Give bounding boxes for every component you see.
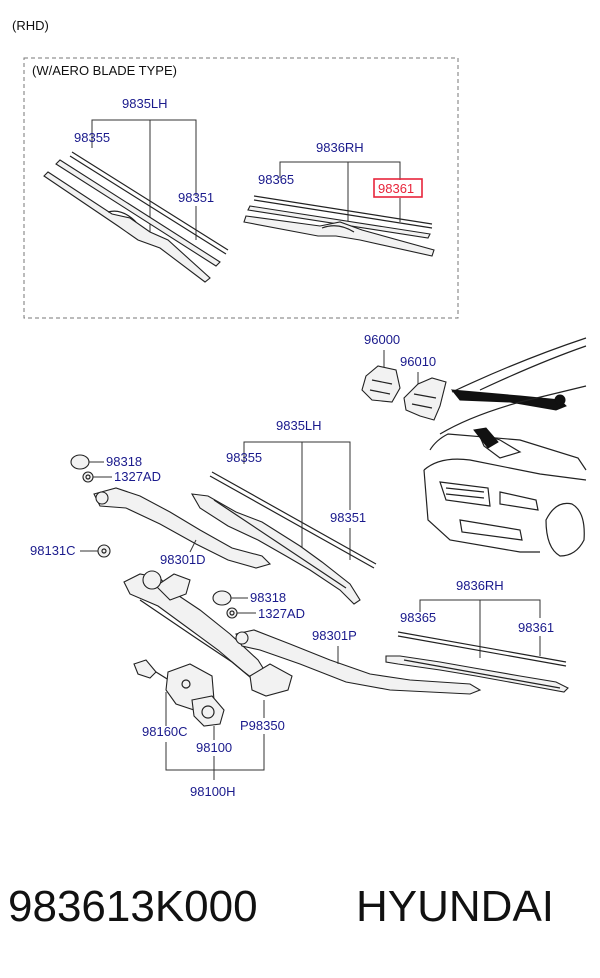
footer-part-number: 983613K000 [8, 882, 258, 931]
nut-right-label: 1327AD [258, 606, 305, 621]
aero-rh-insert-label: 98365 [258, 172, 294, 187]
arm-right-label: 98301P [312, 628, 357, 643]
aero-rh-assy-label: 9836RH [316, 140, 364, 155]
aero-lh-rubber [55, 159, 221, 267]
nut-pivot-label: 98131C [30, 543, 76, 558]
main-rh-insert-label: 98365 [400, 610, 436, 625]
main-rh-blade-label: 98361 [518, 620, 554, 635]
aero-lh-assy-label: 9835LH [122, 96, 168, 111]
highlight-box [373, 178, 423, 198]
aero-rh-insert [253, 195, 433, 229]
main-lh-insert [209, 471, 377, 569]
aero-blade-box [23, 57, 459, 319]
wiper-arm-left [93, 487, 272, 569]
motor-connector [133, 659, 173, 683]
cap-left [70, 454, 90, 470]
motor-bracket [361, 365, 401, 403]
motor-bracket-label: 96000 [364, 332, 400, 347]
nut-left [82, 471, 94, 483]
aero-lh-insert-label: 98355 [74, 130, 110, 145]
motor-assy-label: 98100H [190, 784, 236, 799]
linkage-label: P98350 [240, 718, 285, 733]
motor-cover-label: 96010 [400, 354, 436, 369]
main-rh-insert [397, 631, 567, 667]
motor-label: 98100 [196, 740, 232, 755]
cap-right-label: 98318 [250, 590, 286, 605]
wiper-motor [165, 663, 225, 727]
aero-lh-blade [43, 171, 211, 283]
main-lh-blade [190, 493, 361, 605]
aero-rh-blade [243, 215, 435, 257]
aero-lh-insert [69, 151, 229, 255]
aero-lh-blade-label: 98351 [178, 190, 214, 205]
aero-rh-blade-label: 98361 [378, 181, 414, 196]
wiper-arm-right [235, 629, 482, 695]
aero-box-title: (W/AERO BLADE TYPE) [32, 63, 177, 78]
cap-right [212, 590, 232, 606]
main-lh-blade-label: 98351 [330, 510, 366, 525]
variant-label: (RHD) [12, 18, 49, 33]
main-rh-blade [385, 655, 569, 693]
footer-brand: HYUNDAI [356, 882, 554, 931]
nut-pivot [97, 544, 111, 558]
main-lh-insert-label: 98355 [226, 450, 262, 465]
main-lh-assy-label: 9835LH [276, 418, 322, 433]
arm-left-label: 98301D [160, 552, 206, 567]
nut-right [226, 607, 238, 619]
car-illustration [423, 337, 587, 557]
nut-left-label: 1327AD [114, 469, 161, 484]
motor-cover [403, 377, 447, 421]
motor-connector-label: 98160C [142, 724, 188, 739]
wiper-linkage [123, 570, 293, 697]
main-rh-assy-label: 9836RH [456, 578, 504, 593]
cap-left-label: 98318 [106, 454, 142, 469]
